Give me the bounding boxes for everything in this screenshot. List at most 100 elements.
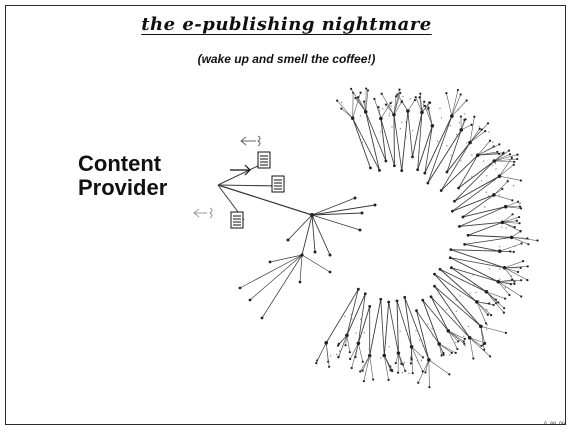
network-node-icon bbox=[512, 163, 515, 166]
network-node-icon bbox=[379, 297, 383, 301]
network-link bbox=[477, 144, 500, 156]
network-leaf-dot bbox=[382, 108, 384, 110]
network-node-icon bbox=[286, 238, 290, 242]
network-link bbox=[359, 355, 370, 372]
network-node-icon bbox=[492, 303, 495, 307]
network-node-icon bbox=[373, 203, 377, 207]
network-leaf-dot bbox=[458, 109, 460, 111]
network-leaf-dot bbox=[506, 179, 509, 181]
network-link bbox=[504, 266, 528, 269]
network-node-icon bbox=[468, 140, 472, 145]
network-link bbox=[498, 281, 522, 297]
network-node-icon bbox=[421, 370, 424, 373]
network-link bbox=[446, 129, 462, 173]
network-leaf-dot bbox=[467, 325, 470, 328]
network-leaf-dot bbox=[427, 103, 430, 105]
network-link bbox=[380, 118, 395, 166]
network-node-icon bbox=[354, 96, 357, 100]
network-link bbox=[446, 93, 453, 117]
document-icon bbox=[271, 175, 285, 193]
network-link bbox=[363, 355, 370, 382]
network-link bbox=[511, 237, 538, 241]
network-link bbox=[419, 97, 423, 113]
network-node-icon bbox=[411, 155, 414, 159]
network-link bbox=[311, 212, 363, 216]
network-node-icon bbox=[507, 149, 511, 152]
network-link bbox=[352, 117, 380, 171]
network-link bbox=[504, 267, 519, 273]
network-node-icon bbox=[419, 92, 422, 95]
network-leaf-dot bbox=[403, 361, 406, 364]
network-link bbox=[380, 118, 387, 162]
network-node-icon bbox=[437, 342, 441, 346]
network-leaf-dot bbox=[402, 96, 404, 98]
network-link bbox=[407, 111, 413, 157]
network-link bbox=[365, 111, 387, 162]
network-node-icon bbox=[358, 228, 362, 232]
network-node-icon bbox=[488, 302, 491, 305]
network-leaf-dot bbox=[389, 112, 391, 115]
network-link bbox=[249, 254, 303, 301]
network-link bbox=[494, 160, 515, 163]
network-node-icon bbox=[515, 219, 518, 222]
network-node-icon bbox=[418, 96, 421, 99]
network-node-icon bbox=[413, 98, 417, 102]
network-link bbox=[504, 267, 528, 281]
network-leaf-dot bbox=[485, 328, 488, 330]
network-link bbox=[357, 293, 366, 344]
network-node-icon bbox=[409, 344, 414, 349]
network-node-icon bbox=[387, 300, 391, 304]
network-leaf-dot bbox=[466, 142, 468, 144]
network-leaf-dot bbox=[482, 160, 485, 162]
network-link bbox=[425, 359, 430, 373]
network-node-icon bbox=[457, 340, 460, 343]
network-link bbox=[458, 160, 495, 189]
content-provider-label: Content Provider bbox=[78, 151, 168, 200]
network-node-icon bbox=[328, 253, 332, 257]
network-node-icon bbox=[366, 89, 370, 92]
network-leaf-dot bbox=[416, 360, 418, 362]
network-node-icon bbox=[458, 224, 461, 228]
network-link bbox=[451, 94, 461, 117]
network-link bbox=[486, 291, 499, 303]
network-node-icon bbox=[463, 118, 466, 121]
network-node-icon bbox=[463, 242, 467, 246]
network-leaf-dot bbox=[422, 355, 425, 358]
network-leaf-dot bbox=[436, 140, 439, 142]
network-leaf-dot bbox=[431, 328, 433, 330]
network-node-icon bbox=[509, 283, 512, 286]
distribution-mesh bbox=[217, 87, 539, 389]
network-node-icon bbox=[410, 358, 413, 361]
network-link bbox=[388, 302, 399, 354]
network-leaf-dot bbox=[449, 354, 451, 356]
network-node-icon bbox=[508, 293, 511, 297]
network-leaf-dot bbox=[469, 292, 471, 294]
network-node-icon bbox=[518, 205, 521, 208]
network-leaf-dot bbox=[368, 357, 370, 360]
network-leaf-dot bbox=[449, 124, 451, 127]
network-node-icon bbox=[496, 279, 501, 284]
network-node-icon bbox=[526, 279, 529, 282]
network-node-icon bbox=[442, 353, 445, 356]
network-link bbox=[439, 268, 478, 303]
network-link bbox=[383, 355, 393, 372]
network-node-icon bbox=[503, 307, 506, 310]
network-node-icon bbox=[504, 297, 507, 300]
network-node-icon bbox=[492, 193, 496, 197]
network-node-icon bbox=[474, 300, 479, 304]
network-leaf-dot bbox=[361, 141, 364, 144]
network-link bbox=[311, 197, 356, 216]
network-link bbox=[476, 301, 492, 316]
network-leaf-dot bbox=[388, 115, 390, 117]
network-node-icon bbox=[508, 153, 512, 156]
network-link bbox=[411, 346, 424, 358]
network-leaf-dot bbox=[519, 202, 521, 204]
document-icon bbox=[230, 211, 244, 229]
network-node-icon bbox=[484, 341, 487, 345]
network-node-icon bbox=[526, 237, 529, 240]
network-node-icon bbox=[506, 180, 509, 183]
network-leaf-dot bbox=[341, 101, 343, 104]
network-leaf-dot bbox=[422, 335, 424, 337]
network-node-icon bbox=[391, 369, 394, 373]
network-leaf-dot bbox=[463, 335, 465, 337]
